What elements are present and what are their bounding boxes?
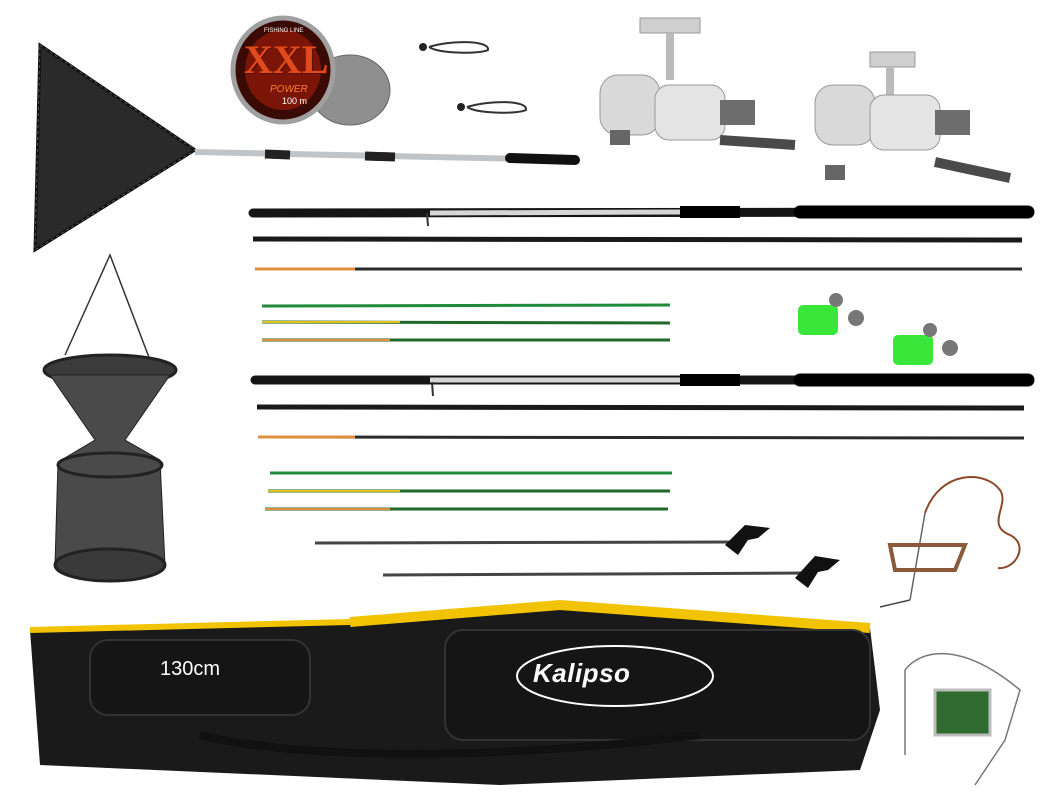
rod-butt-section (250, 373, 1035, 397)
rod-bag (29, 599, 880, 785)
bite-alarm (893, 323, 958, 365)
feeder-rig (879, 476, 1021, 608)
rod-bag-size-label: 130cm (160, 658, 221, 680)
bite-alarm (798, 293, 864, 335)
line-spool-subtitle: POWER (270, 84, 308, 95)
line-spool-top-label: FISHING LINE (264, 28, 304, 34)
rod-rest (382, 556, 840, 588)
line-spool (230, 15, 391, 126)
rod-butt-section (248, 205, 1035, 227)
rod-middle-section (256, 404, 1025, 411)
rod-tip-section (257, 435, 1025, 440)
snap-swivel (457, 101, 527, 114)
snap-swivel (419, 41, 489, 54)
quiver-tip (261, 320, 671, 325)
rod-bag-brand-logo: Kalipso (533, 658, 631, 688)
spinning-reel (814, 51, 1012, 183)
quiver-tip (261, 303, 671, 308)
keepnet (42, 253, 178, 583)
rod-rest (314, 525, 770, 555)
line-spool-brand: XXL (244, 37, 329, 82)
line-spool-length: 100 m (282, 96, 308, 106)
rod-middle-section (252, 236, 1023, 243)
hook-rig-pack (904, 652, 1021, 786)
spinning-reel (599, 17, 796, 150)
landing-net (33, 42, 580, 253)
